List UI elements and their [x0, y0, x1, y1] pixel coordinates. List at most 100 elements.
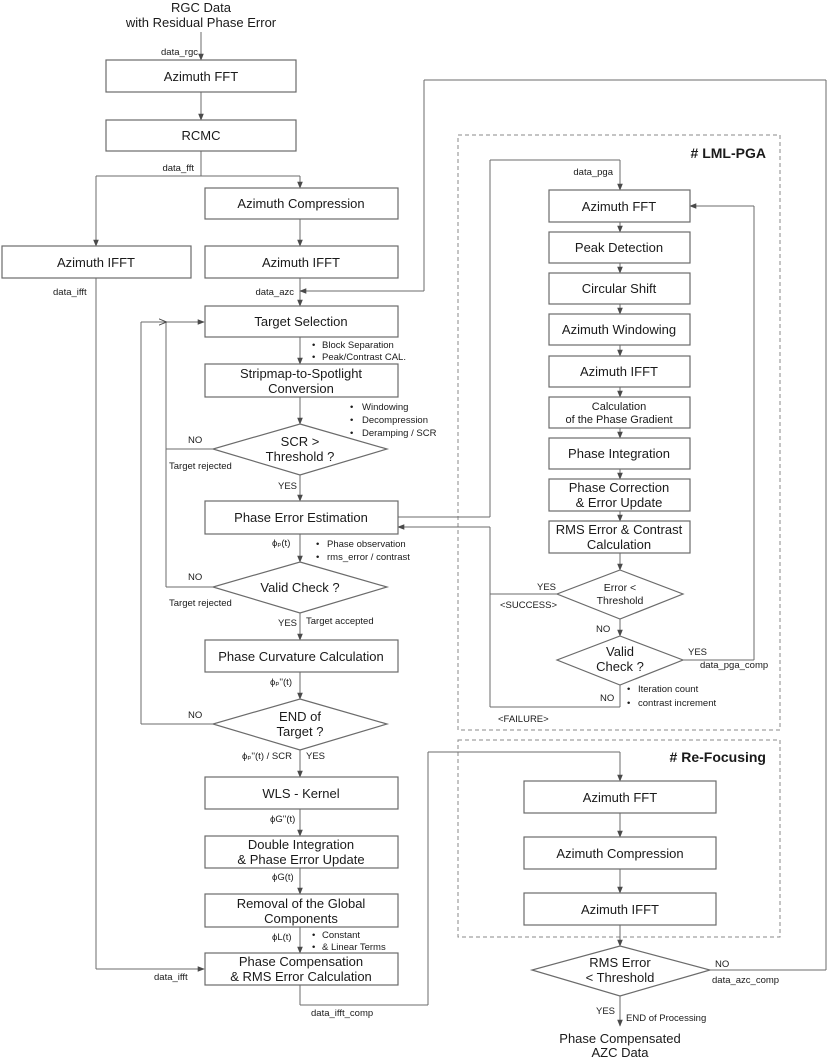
lml-pga-frame-title: # LML-PGA	[691, 145, 766, 161]
target-selection-box	[204, 305, 399, 338]
phase-compensation-box	[204, 952, 399, 986]
removal-global-box	[204, 893, 399, 928]
pga-phase-gradient-label-1: Calculation	[592, 401, 646, 413]
double-integration-label-2: & Phase Error Update	[237, 852, 364, 867]
valid-check-label: Valid Check ?	[260, 580, 339, 595]
phase-compensation-label-1: Phase Compensation	[239, 954, 363, 969]
pga-error-threshold-diamond	[555, 569, 685, 620]
bullet-lists: • Block Separation • Peak/Contrast CAL. …	[312, 340, 717, 953]
refocus-rms-threshold-label-2: < Threshold	[586, 970, 655, 985]
pga-valid-check-label-2: Check ?	[596, 659, 644, 674]
phase-error-estimation-label: Phase Error Estimation	[234, 510, 368, 525]
label-target-rejected-2: Target rejected	[169, 598, 232, 609]
bullet-dot: •	[627, 698, 630, 709]
stripmap-label-1: Stripmap-to-Spotlight	[240, 366, 362, 381]
refocus-azimuth-fft-box	[523, 780, 717, 814]
removal-global-label-1: Removal of the Global	[237, 896, 366, 911]
label-yes-valid-pga: YES	[688, 647, 707, 658]
azimuth-compression-box	[204, 187, 399, 220]
phase-error-estimation-box	[204, 500, 399, 535]
refocusing-frame	[457, 739, 781, 938]
label-no-error: NO	[596, 624, 610, 635]
bullet-iteration-count: Iteration count	[638, 684, 699, 695]
rcmc-box	[105, 119, 297, 152]
wls-kernel-label: WLS - Kernel	[262, 786, 339, 801]
label-data-pga: data_pga	[573, 167, 613, 178]
end-of-target-label-1: END of	[279, 709, 321, 724]
input-subtitle: with Residual Phase Error	[125, 15, 277, 30]
label-yes-rms: YES	[596, 1006, 615, 1017]
bullet-decompression: Decompression	[362, 415, 428, 426]
bullet-phase-observation: Phase observation	[327, 539, 406, 550]
label-no-end: NO	[188, 710, 202, 721]
label-data-ifft-top: data_ifft	[53, 287, 87, 298]
bullet-dot: •	[312, 930, 315, 941]
label-target-rejected-1: Target rejected	[169, 461, 232, 472]
connectors	[93, 32, 827, 1027]
pga-azimuth-fft-box	[548, 189, 691, 223]
label-success: <SUCCESS>	[500, 600, 557, 611]
label-yes-valid: YES	[278, 618, 297, 629]
label-data-fft: data_fft	[162, 163, 194, 174]
refocus-azimuth-fft-label: Azimuth FFT	[583, 790, 657, 805]
pga-error-threshold-label-1: Error <	[604, 582, 636, 594]
pga-azimuth-fft-label: Azimuth FFT	[582, 199, 656, 214]
label-phi-p: ϕₚ(t)	[272, 538, 290, 549]
bullet-dot: •	[627, 684, 630, 695]
pga-phase-correction-label-1: Phase Correction	[569, 480, 669, 495]
bullet-dot: •	[316, 539, 319, 550]
wls-kernel-box	[204, 776, 399, 810]
pga-circular-shift-box	[548, 272, 691, 305]
label-yes-end: YES	[306, 751, 325, 762]
pga-valid-check-label-1: Valid	[606, 644, 634, 659]
bullet-contrast-increment: contrast increment	[638, 698, 717, 709]
label-phi-pp-scr: ϕₚ''(t) / SCR	[242, 751, 292, 762]
pga-phase-gradient-label-2: of the Phase Gradient	[565, 414, 672, 426]
bullet-dot: •	[316, 552, 319, 563]
phase-curvature-box	[204, 639, 399, 673]
input-title: RGC Data	[171, 0, 232, 15]
azimuth-fft-box	[105, 59, 297, 93]
refocus-azimuth-ifft-label: Azimuth IFFT	[581, 902, 659, 917]
pga-azimuth-ifft-box	[548, 355, 691, 388]
azimuth-ifft-mid-box	[204, 245, 399, 279]
label-data-ifft-comp: data_ifft_comp	[311, 1008, 373, 1019]
output-subtitle: AZC Data	[591, 1045, 649, 1060]
pga-peak-detection-box	[548, 231, 691, 264]
bullet-linear-terms: & Linear Terms	[322, 942, 386, 953]
pga-phase-gradient-box	[548, 396, 691, 429]
pga-phase-integration-label: Phase Integration	[568, 446, 670, 461]
double-integration-label-1: Double Integration	[248, 837, 354, 852]
label-yes-scr: YES	[278, 481, 297, 492]
bullet-constant: Constant	[322, 930, 360, 941]
lml-pga-frame	[457, 134, 781, 731]
label-data-pga-comp: data_pga_comp	[700, 660, 768, 671]
refocus-rms-threshold-label-1: RMS Error	[589, 955, 651, 970]
label-data-ifft-bottom: data_ifft	[154, 972, 188, 983]
pga-azimuth-ifft-label: Azimuth IFFT	[580, 364, 658, 379]
edge-labels: data_rgc data_fft data_ifft data_azc dat…	[53, 47, 779, 1024]
bullet-dot: •	[350, 428, 353, 439]
bullet-rms-error: rms_error / contrast	[327, 552, 410, 563]
bullet-windowing: Windowing	[362, 402, 408, 413]
azimuth-ifft-left-box	[1, 245, 192, 279]
bullet-block-separation: Block Separation	[322, 340, 394, 351]
valid-check-diamond	[210, 561, 390, 614]
pga-circular-shift-label: Circular Shift	[582, 281, 657, 296]
phase-compensation-label-2: & RMS Error Calculation	[230, 969, 372, 984]
pga-azimuth-windowing-label: Azimuth Windowing	[562, 322, 676, 337]
label-phi-l: ϕL(t)	[272, 932, 292, 943]
stripmap-label-2: Conversion	[268, 381, 334, 396]
azimuth-compression-label: Azimuth Compression	[237, 196, 364, 211]
bullet-deramping: Deramping / SCR	[362, 428, 437, 439]
label-data-azc: data_azc	[255, 287, 294, 298]
bullet-peak-contrast: Peak/Contrast CAL.	[322, 352, 406, 363]
pga-peak-detection-label: Peak Detection	[575, 240, 663, 255]
refocus-azimuth-compression-label: Azimuth Compression	[556, 846, 683, 861]
pga-phase-correction-box	[548, 478, 691, 512]
rcmc-label: RCMC	[182, 128, 221, 143]
refocusing-frame-title: # Re-Focusing	[670, 749, 766, 765]
label-target-accepted: Target accepted	[306, 616, 374, 627]
label-yes-success: YES	[537, 582, 556, 593]
